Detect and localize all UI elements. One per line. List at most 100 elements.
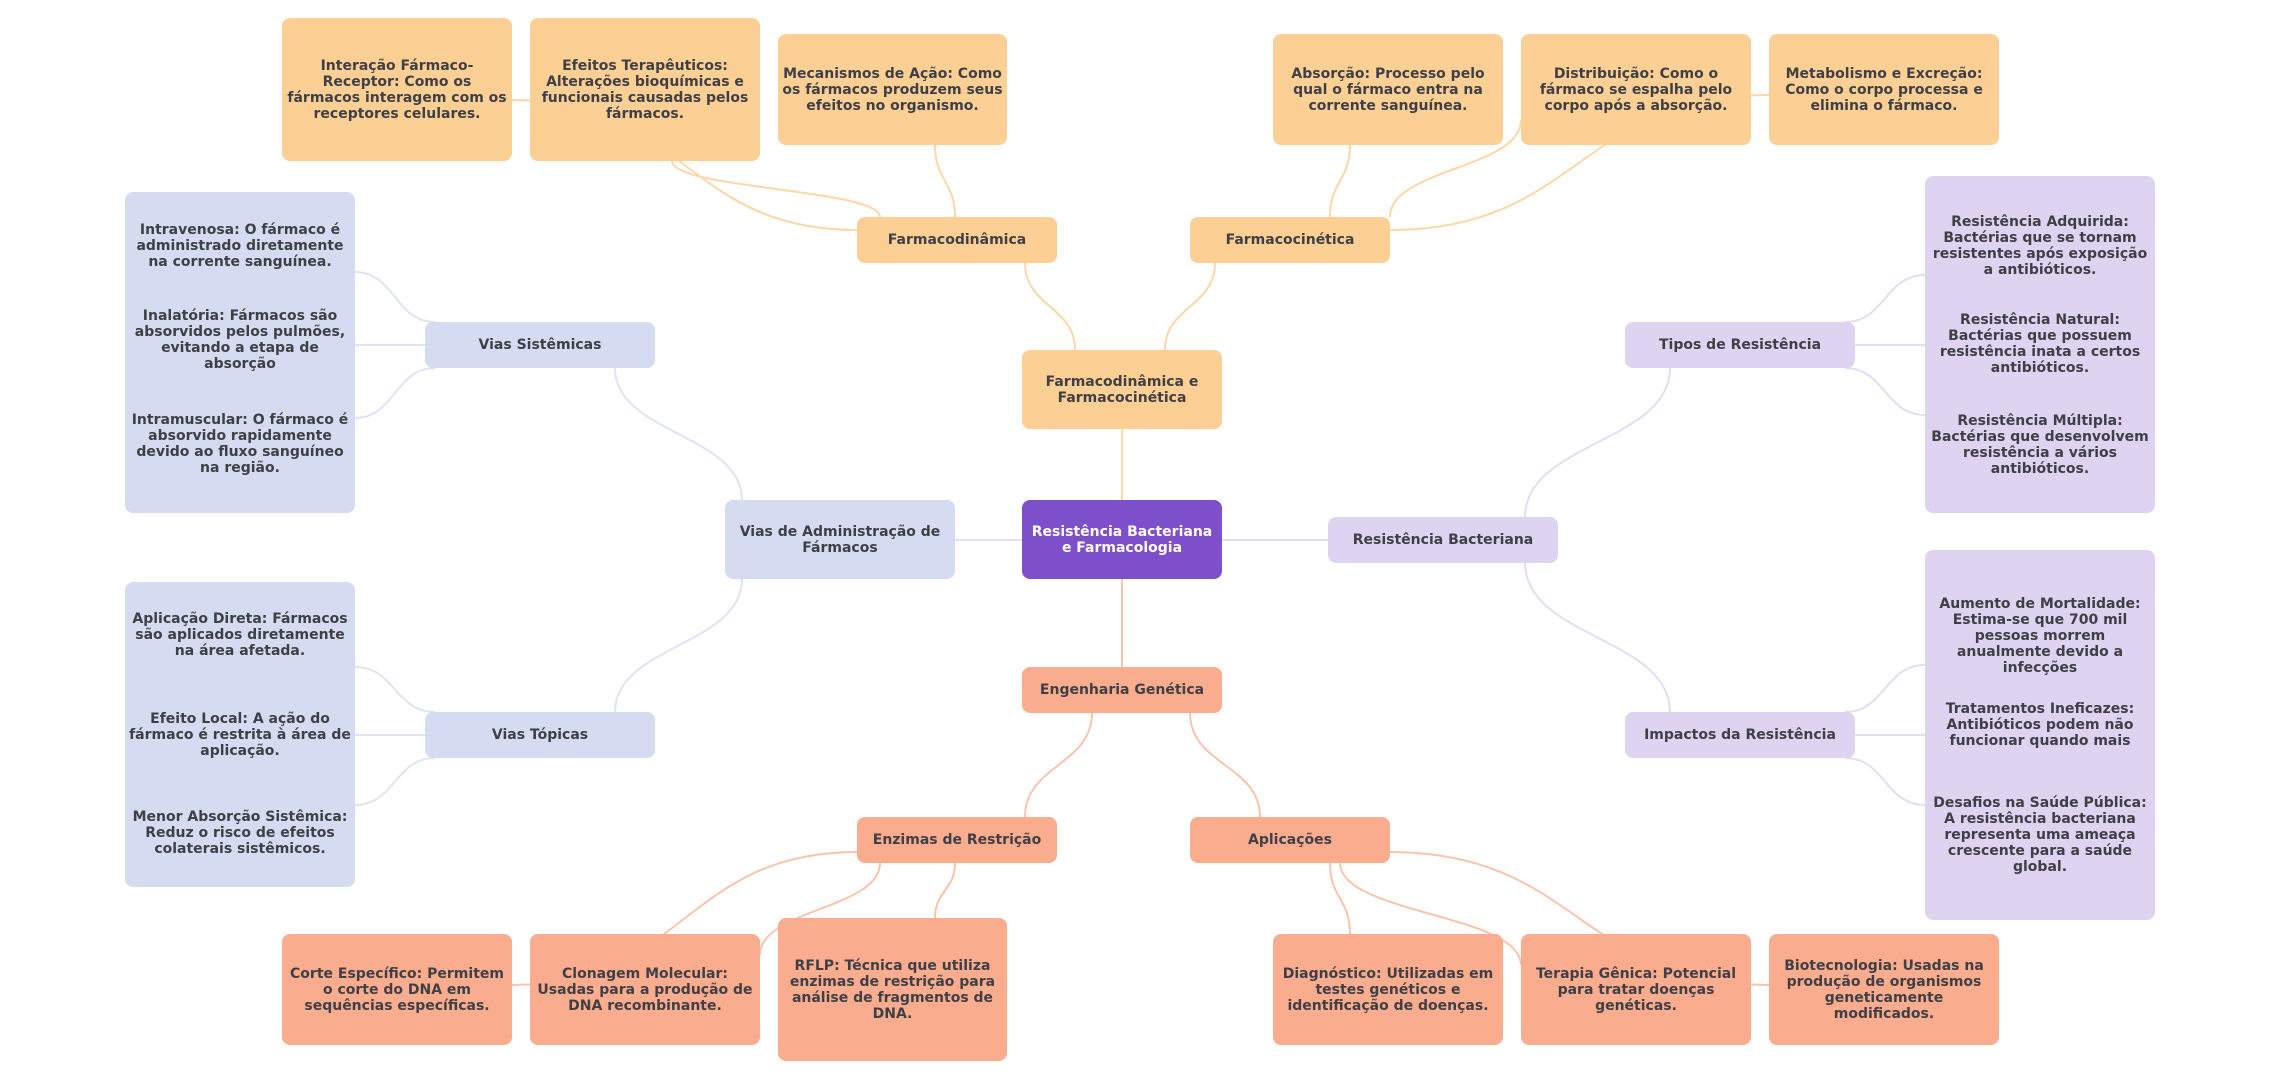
edge-farmaco-farmacocinetica: [1164, 262, 1216, 351]
leaf-text: Intravenosa: O fármaco é administrado di…: [136, 222, 344, 270]
node-vias-sistemicas-label: Vias Sistêmicas: [478, 337, 602, 353]
edge-fd-efeitos: [671, 160, 881, 218]
node-vias-topicas-label: Vias Tópicas: [491, 727, 589, 743]
leaf-text: Aplicação Direta: Fármacos são aplicados…: [132, 611, 348, 659]
leaf-group-tipos: Resistência Adquirida: Bactérias que se …: [1925, 176, 2155, 513]
edge-fd-mecanismos: [934, 144, 956, 218]
leaf-text: Menor Absorção Sistêmica: Reduz o risco …: [132, 809, 348, 857]
edge-tipos-0: [1844, 274, 1926, 323]
leaf-text: Biotecnologia: Usadas na produção de org…: [1784, 957, 1984, 1022]
node-farmacodinamica[interactable]: Farmacodinâmica: [857, 217, 1057, 263]
node-tipos-resistencia-label: Tipos de Resistência: [1658, 337, 1822, 353]
leaf-group-vias-topicas: Aplicação Direta: Fármacos são aplicados…: [125, 582, 355, 887]
leaf-corte-especifico[interactable]: Corte Específico: Permitem o corte do DN…: [282, 934, 512, 1045]
root-node[interactable]: Resistência Bacteriana e Farmacologia: [1022, 500, 1222, 579]
node-aplicacoes[interactable]: Aplicações: [1190, 817, 1390, 863]
leaf-text: Resistência Múltipla: Bactérias que dese…: [1931, 413, 2149, 477]
edge-eng-aplicacoes: [1189, 712, 1261, 818]
branch-vias-label: Vias de Administração de Fármacos: [739, 523, 941, 556]
leaf-text: RFLP: Técnica que utiliza enzimas de res…: [789, 957, 996, 1022]
leaf-intravenosa[interactable]: Intravenosa: O fármaco é administrado di…: [125, 192, 355, 300]
branch-farmaco[interactable]: Farmacodinâmica e Farmacocinética: [1022, 350, 1222, 429]
edge-fc-distribuicao: [1389, 119, 1522, 218]
node-tipos-resistencia[interactable]: Tipos de Resistência: [1625, 322, 1855, 368]
leaf-desafios-saude[interactable]: Desafios na Saúde Pública: A resistência…: [1925, 790, 2155, 880]
node-vias-topicas[interactable]: Vias Tópicas: [425, 712, 655, 758]
edge-tipos-2: [1844, 367, 1926, 416]
leaf-mecanismos[interactable]: Mecanismos de Ação: Como os fármacos pro…: [778, 34, 1007, 145]
node-aplicacoes-label: Aplicações: [1248, 832, 1332, 848]
leaf-text: Clonagem Molecular: Usadas para a produç…: [537, 965, 753, 1014]
leaf-resistencia-multipla[interactable]: Resistência Múltipla: Bactérias que dese…: [1925, 400, 2155, 490]
leaf-text: Resistência Natural: Bactérias que possu…: [1939, 312, 2141, 376]
leaf-efeitos[interactable]: Efeitos Terapêuticos: Alterações bioquím…: [530, 18, 760, 161]
branch-engenharia-label: Engenharia Genética: [1039, 682, 1205, 698]
branch-engenharia[interactable]: Engenharia Genética: [1022, 667, 1222, 713]
edge-imp-2: [1844, 757, 1926, 806]
node-farmacodinamica-label: Farmacodinâmica: [887, 232, 1027, 248]
branch-farmaco-label: Farmacodinâmica e Farmacocinética: [1045, 373, 1199, 406]
leaf-clonagem-molecular[interactable]: Clonagem Molecular: Usadas para a produç…: [530, 934, 760, 1045]
edge-vias-topicas: [614, 578, 743, 713]
edge-fc-absorcao: [1329, 144, 1351, 218]
node-enzimas-restricao[interactable]: Enzimas de Restrição: [857, 817, 1057, 863]
leaf-efeito-local[interactable]: Efeito Local: A ação do fármaco é restri…: [125, 682, 355, 788]
leaf-menor-absorcao[interactable]: Menor Absorção Sistêmica: Reduz o risco …: [125, 780, 355, 886]
edge-top-2: [354, 757, 436, 806]
leaf-text: Aumento de Mortalidade: Estima-se que 70…: [1939, 596, 2141, 676]
edge-apl-terapia: [1339, 862, 1522, 966]
edge-apl-diagnostico: [1329, 862, 1351, 935]
leaf-text: Diagnóstico: Utilizadas em testes genéti…: [1282, 965, 1494, 1014]
branch-resistencia[interactable]: Resistência Bacteriana: [1328, 517, 1558, 563]
leaf-resistencia-natural[interactable]: Resistência Natural: Bactérias que possu…: [1925, 312, 2155, 376]
leaf-text: Desafios na Saúde Pública: A resistência…: [1933, 795, 2147, 875]
leaf-group-impactos: Aumento de Mortalidade: Estima-se que 70…: [1925, 550, 2155, 920]
leaf-aumento-mortalidade[interactable]: Aumento de Mortalidade: Estima-se que 70…: [1925, 596, 2155, 676]
node-farmacocinetica-label: Farmacocinética: [1225, 232, 1355, 248]
edge-vias-sistemicas: [614, 367, 743, 501]
leaf-group-vias-sistemicas: Intravenosa: O fármaco é administrado di…: [125, 192, 355, 513]
leaf-text: Efeitos Terapêuticos: Alterações bioquím…: [541, 57, 749, 122]
node-enzimas-restricao-label: Enzimas de Restrição: [872, 832, 1042, 848]
edge-enz-rflp: [934, 862, 956, 919]
node-impactos-resistencia[interactable]: Impactos da Resistência: [1625, 712, 1855, 758]
leaf-resistencia-adquirida[interactable]: Resistência Adquirida: Bactérias que se …: [1925, 214, 2155, 278]
leaf-interacao[interactable]: Interação Fármaco-Receptor: Como os fárm…: [282, 18, 512, 161]
leaf-absorcao[interactable]: Absorção: Processo pelo qual o fármaco e…: [1273, 34, 1503, 145]
leaf-metabolismo[interactable]: Metabolismo e Excreção: Como o corpo pro…: [1769, 34, 1999, 145]
leaf-text: Metabolismo e Excreção: Como o corpo pro…: [1785, 65, 1983, 114]
leaf-tratamentos-ineficazes[interactable]: Tratamentos Ineficazes: Antibióticos pod…: [1925, 701, 2155, 749]
leaf-text: Absorção: Processo pelo qual o fármaco e…: [1291, 65, 1485, 114]
edge-top-0: [354, 666, 436, 713]
node-vias-sistemicas[interactable]: Vias Sistêmicas: [425, 322, 655, 368]
leaf-text: Efeito Local: A ação do fármaco é restri…: [129, 711, 351, 759]
leaf-text: Tratamentos Ineficazes: Antibióticos pod…: [1945, 701, 2135, 749]
edge-enz-clonagem: [759, 862, 881, 956]
leaf-text: Mecanismos de Ação: Como os fármacos pro…: [782, 65, 1003, 114]
leaf-terapia-genica[interactable]: Terapia Gênica: Potencial para tratar do…: [1521, 934, 1751, 1045]
branch-vias[interactable]: Vias de Administração de Fármacos: [725, 500, 955, 579]
leaf-text: Inalatória: Fármacos são absorvidos pelo…: [134, 308, 346, 372]
leaf-aplicacao-direta[interactable]: Aplicação Direta: Fármacos são aplicados…: [125, 582, 355, 688]
leaf-biotecnologia[interactable]: Biotecnologia: Usadas na produção de org…: [1769, 934, 1999, 1045]
edge-sist-0: [354, 271, 436, 323]
leaf-diagnostico[interactable]: Diagnóstico: Utilizadas em testes genéti…: [1273, 934, 1503, 1045]
leaf-text: Distribuição: Como o fármaco se espalha …: [1539, 65, 1733, 114]
leaf-intramuscular[interactable]: Intramuscular: O fármaco é absorvido rap…: [125, 388, 355, 500]
edge-resist-impactos: [1524, 562, 1671, 713]
node-farmacocinetica[interactable]: Farmacocinética: [1190, 217, 1390, 263]
leaf-distribuicao[interactable]: Distribuição: Como o fármaco se espalha …: [1521, 34, 1751, 145]
leaf-text: Interação Fármaco-Receptor: Como os fárm…: [287, 57, 507, 122]
leaf-text: Intramuscular: O fármaco é absorvido rap…: [131, 412, 349, 476]
edge-eng-enzimas: [1024, 712, 1093, 818]
leaf-text: Resistência Adquirida: Bactérias que se …: [1932, 214, 2148, 278]
edge-resist-tipos: [1524, 367, 1671, 518]
leaf-text: Corte Específico: Permitem o corte do DN…: [290, 965, 504, 1014]
leaf-inalatoria[interactable]: Inalatória: Fármacos são absorvidos pelo…: [125, 308, 355, 372]
edge-imp-0: [1844, 664, 1926, 713]
root-label: Resistência Bacteriana e Farmacologia: [1031, 523, 1213, 556]
leaf-rflp[interactable]: RFLP: Técnica que utiliza enzimas de res…: [778, 918, 1007, 1061]
leaf-text: Terapia Gênica: Potencial para tratar do…: [1535, 965, 1737, 1014]
node-impactos-resistencia-label: Impactos da Resistência: [1644, 727, 1836, 743]
